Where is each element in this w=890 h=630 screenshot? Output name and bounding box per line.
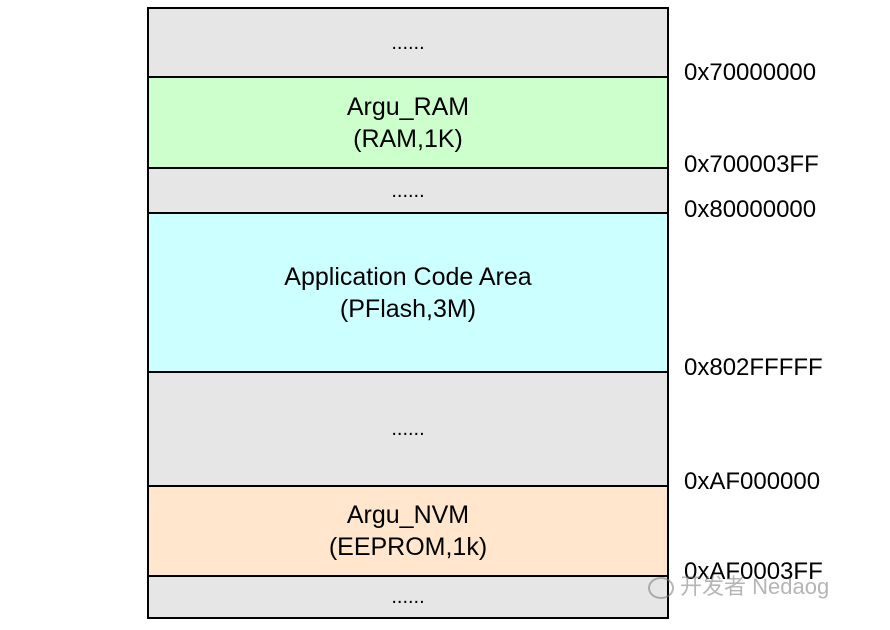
memory-gap-top: ...... — [149, 9, 667, 76]
address-label: 0xAF0003FF — [684, 558, 823, 585]
watermark: 开发者 Nedaog — [648, 574, 829, 600]
address-label: 0x802FFFFF — [684, 354, 823, 381]
address-label: 0x80000000 — [684, 196, 817, 223]
address-label: 0xAF000000 — [684, 468, 821, 495]
memory-gap-bottom: ...... — [149, 575, 667, 617]
region-name: Argu_RAM — [346, 92, 470, 121]
gap-ellipsis: ...... — [391, 31, 425, 54]
region-name: Argu_NVM — [346, 501, 470, 529]
wechat-icon — [648, 577, 674, 600]
watermark-text: 开发者 Nedaog — [680, 574, 830, 599]
application-code-region: Application Code Area (PFlash,3M) — [149, 212, 667, 371]
memory-gap-ram-code: ...... — [149, 167, 667, 212]
region-type: (EEPROM,1k) — [328, 533, 488, 561]
region-type: (RAM,1K) — [353, 124, 463, 153]
argu-ram-region: Argu_RAM (RAM,1K) — [149, 76, 667, 167]
region-name: Application Code Area — [284, 262, 532, 291]
memory-map: ...... Argu_RAM (RAM,1K) ...... Applicat… — [147, 7, 669, 619]
address-label: 0x700003FF — [684, 151, 819, 178]
address-label: 0x70000000 — [684, 59, 817, 86]
gap-ellipsis: ...... — [391, 179, 425, 202]
memory-gap-code-nvm: ...... — [149, 371, 667, 485]
gap-ellipsis: ...... — [391, 586, 425, 608]
gap-ellipsis: ...... — [391, 418, 425, 440]
argu-nvm-region: Argu_NVM (EEPROM,1k) — [149, 485, 667, 575]
region-type: (PFlash,3M) — [339, 294, 477, 323]
